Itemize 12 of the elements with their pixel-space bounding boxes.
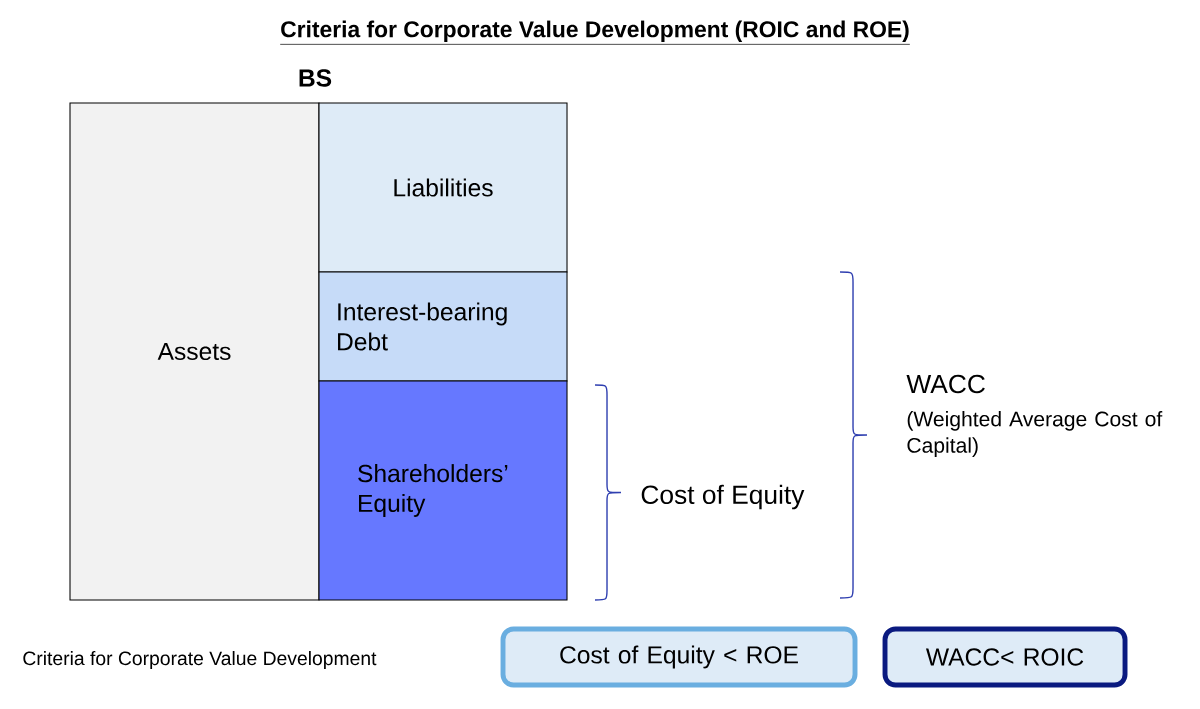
- title: Criteria for Corporate Value Development (ROIC and ROE): [279, 20, 911, 45]
- heading: BS: [299, 69, 332, 87]
- row-label: Criteria for Corporate Value Development: [23, 651, 377, 669]
- callout-box: Cost of Equity < ROE: [500, 626, 858, 688]
- balance-sheet-block: Shareholders’ Equity: [318, 380, 568, 601]
- balance-sheet-block: Liabilities: [318, 102, 568, 273]
- balance-sheet-block: Assets: [69, 102, 320, 601]
- balance-sheet-block: Interest-bearing Debt: [318, 271, 568, 382]
- bracket-label: Cost of Equity: [641, 484, 805, 510]
- callout-box: WACC< ROIC: [882, 626, 1128, 688]
- bracket-note: (Weighted Average Cost of Capital): [907, 411, 1163, 457]
- bracket-label: WACC: [906, 374, 985, 394]
